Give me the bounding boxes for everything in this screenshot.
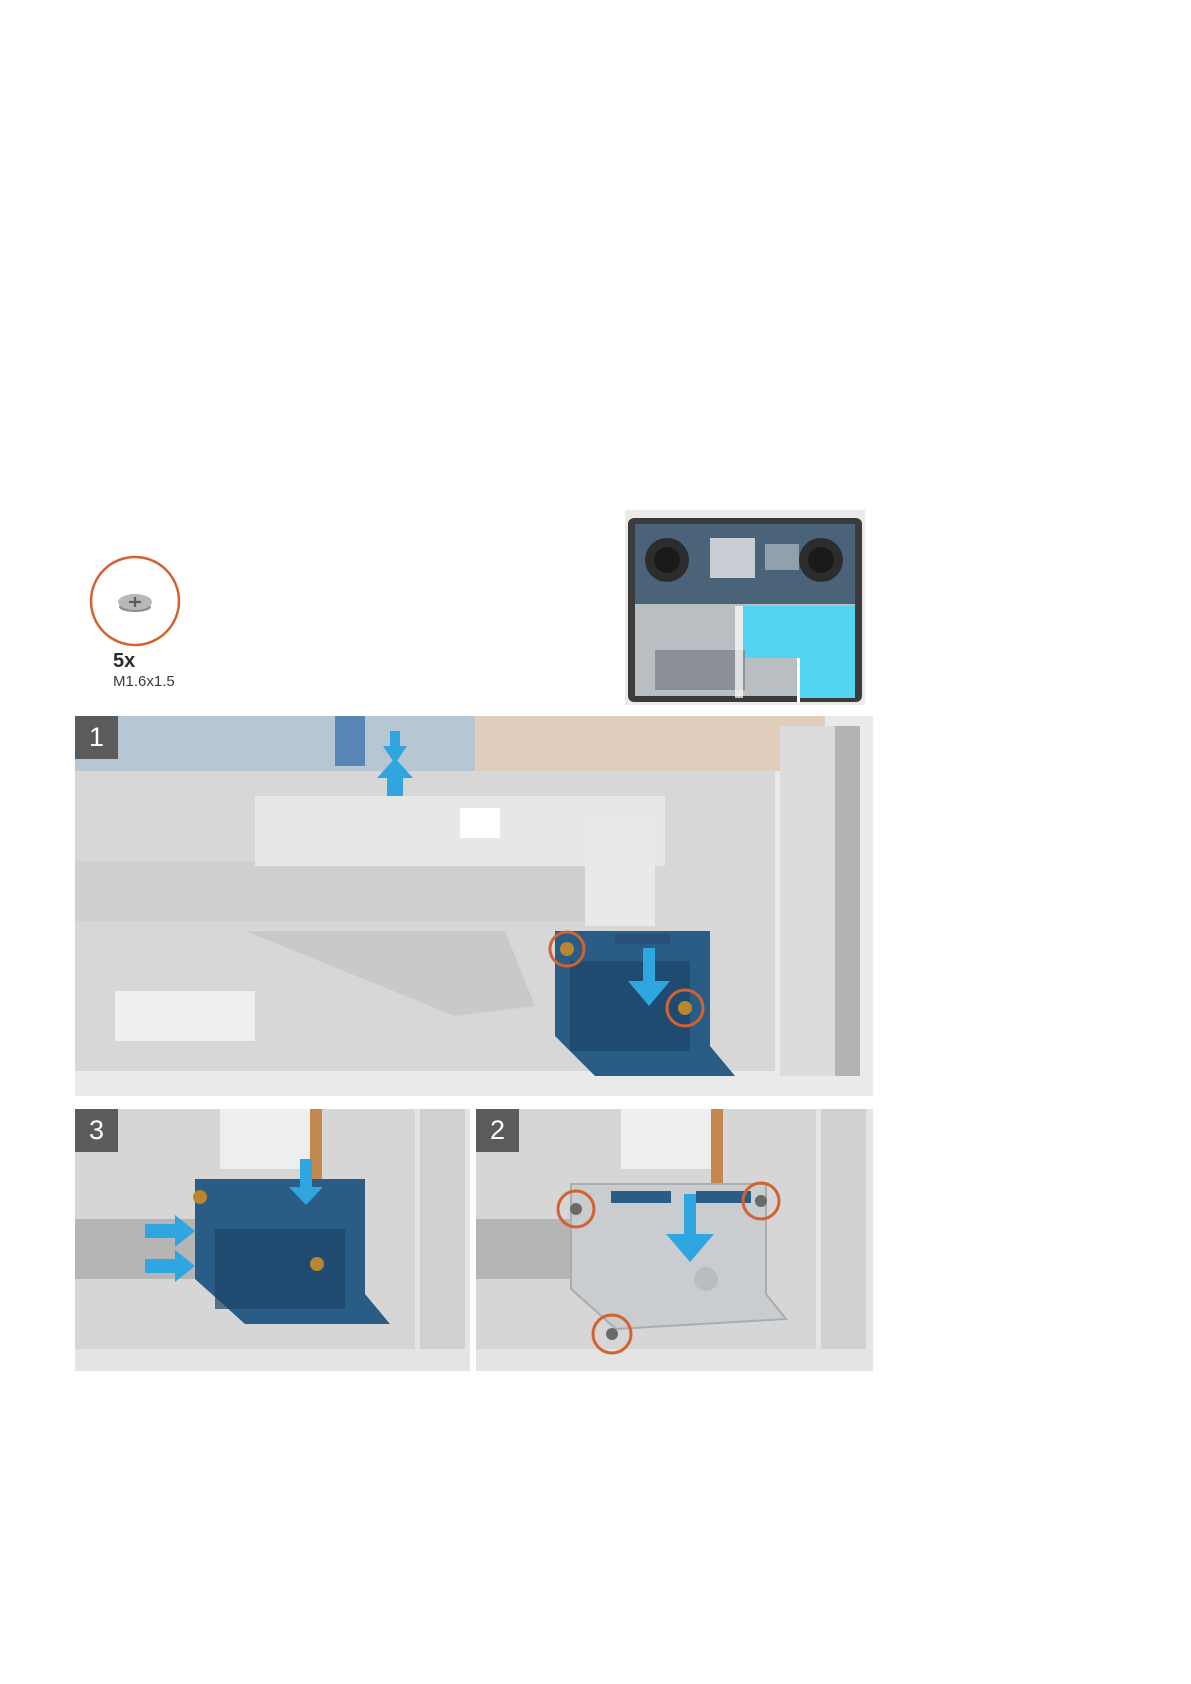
overview-thumbnail bbox=[625, 510, 865, 705]
screw-count: 5x bbox=[113, 650, 135, 673]
screw-callout: 5x M1.6x1.5 bbox=[80, 555, 230, 695]
step-3-image bbox=[75, 1109, 470, 1371]
step-number-badge: 2 bbox=[476, 1109, 519, 1152]
step-1-panel: 1 bbox=[75, 716, 873, 1096]
step-2-image bbox=[476, 1109, 873, 1371]
step-3-panel: 3 bbox=[75, 1109, 470, 1371]
screw-icon bbox=[85, 555, 185, 655]
step-number-badge: 1 bbox=[75, 716, 118, 759]
laptop-overview-image bbox=[625, 510, 865, 705]
screw-size: M1.6x1.5 bbox=[113, 673, 175, 690]
step-2-panel: 2 bbox=[476, 1109, 873, 1371]
step-1-image bbox=[75, 716, 873, 1096]
step-number-badge: 3 bbox=[75, 1109, 118, 1152]
